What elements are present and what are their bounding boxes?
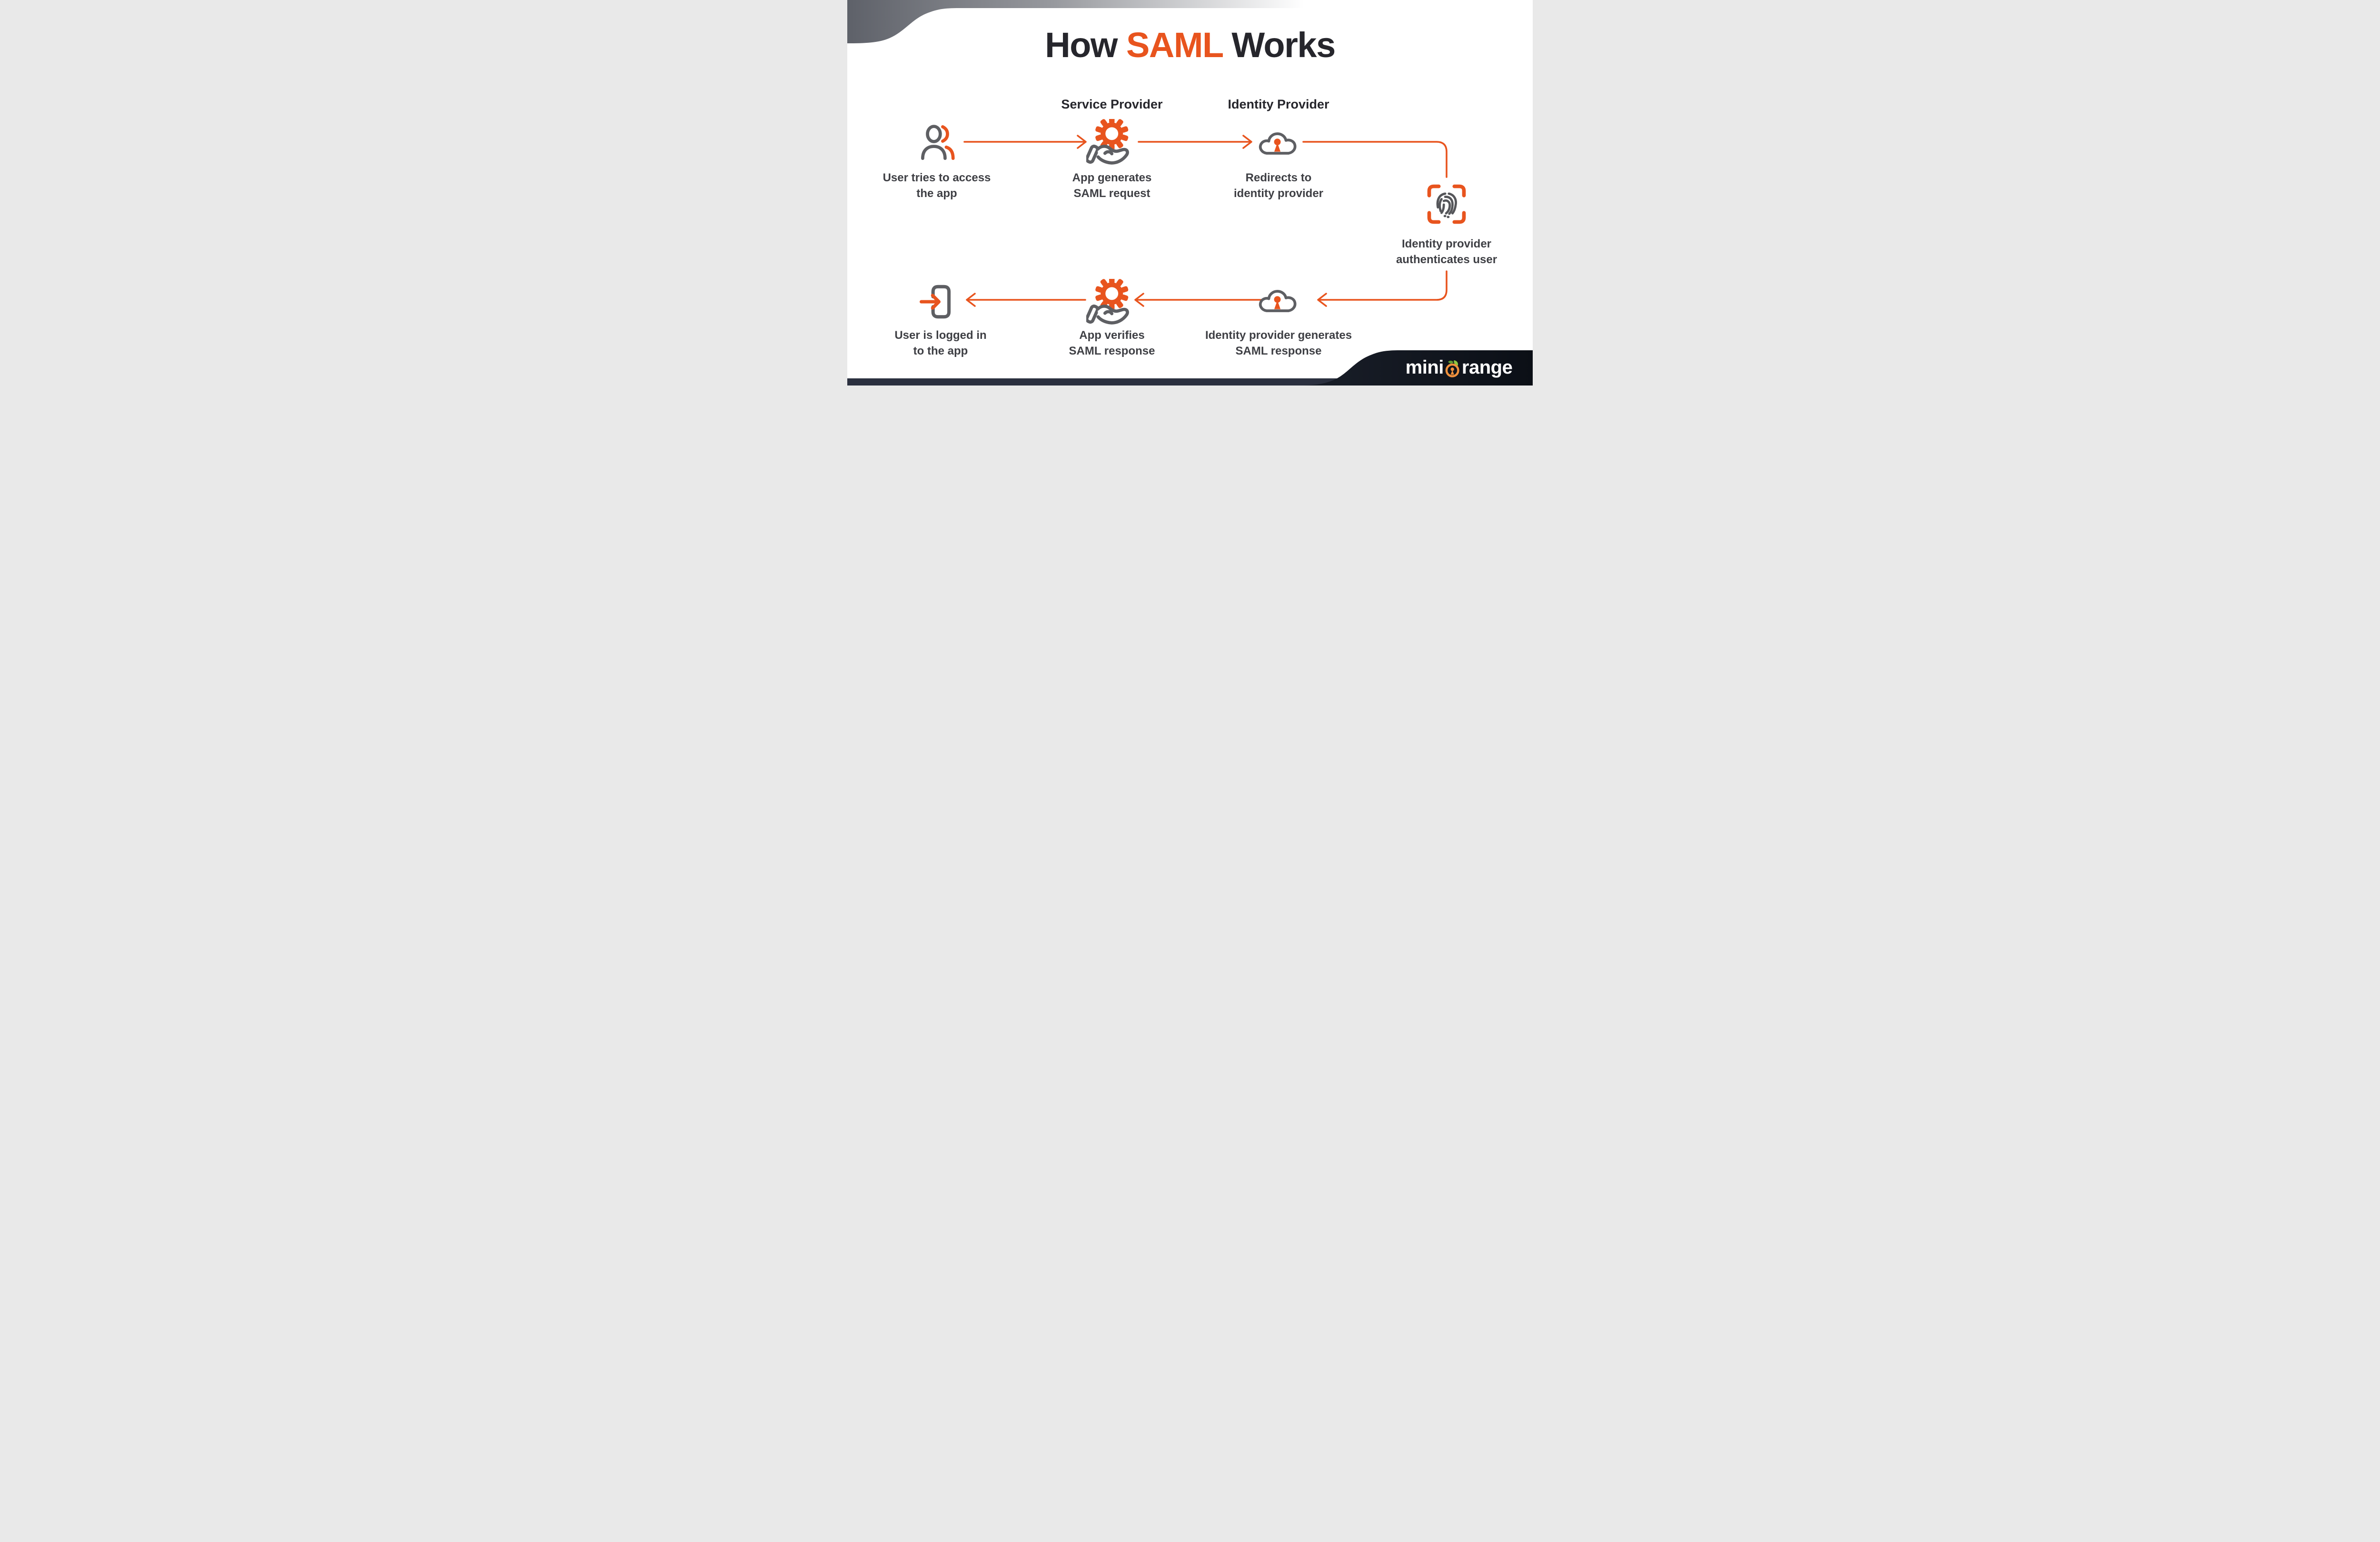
top-gradient-shape — [847, 0, 1304, 43]
step-caption-saml-request: App generates SAML request — [1072, 171, 1152, 200]
gear — [1095, 279, 1129, 311]
hand — [1086, 304, 1129, 325]
gear-hand-icon — [1086, 119, 1129, 165]
fingerprint — [1436, 192, 1457, 218]
keyhole — [1274, 138, 1281, 152]
saml-infographic: How SAML Works Service Provider Identity… — [847, 0, 1533, 386]
cloud-keyhole-icon — [1259, 290, 1297, 312]
hand — [1086, 144, 1129, 165]
fingerprint-scan-icon — [1427, 184, 1466, 224]
arrow-idp-response-to-app-verify — [1134, 293, 1263, 307]
step-caption-logged-in: User is logged in to the app — [894, 329, 987, 357]
logo-mini: mini — [1405, 356, 1444, 378]
title-post: Works — [1222, 25, 1336, 65]
logo-range: range — [1461, 356, 1513, 378]
cloud-keyhole-icon — [1259, 132, 1297, 155]
title-highlight: SAML — [1126, 25, 1223, 65]
leaf-light — [1454, 360, 1458, 366]
line-identity-provider-to-authentication — [1302, 141, 1448, 178]
leaf-dark — [1448, 360, 1454, 364]
miniorange-o-icon — [1445, 360, 1459, 377]
scan-brackets — [1427, 184, 1466, 224]
login-door-icon — [920, 285, 951, 319]
arrow-user-to-service-provider — [963, 135, 1087, 149]
step-caption-idp-response: Identity provider generates SAML respons… — [1205, 329, 1352, 357]
page-title: How SAML Works — [847, 25, 1533, 65]
miniorange-logo: mini range — [1399, 354, 1518, 381]
arrow-authentication-to-saml-response — [1317, 270, 1448, 307]
gear-hand-icon — [1086, 279, 1129, 325]
step-caption-authenticates: Identity provider authenticates user — [1396, 237, 1497, 266]
step-caption-user-access: User tries to access the app — [883, 171, 991, 200]
title-pre: How — [1045, 25, 1127, 65]
step-caption-app-verifies: App verifies SAML response — [1069, 329, 1155, 357]
keyhole — [1274, 296, 1281, 309]
lane-label-service-provider: Service Provider — [1061, 97, 1163, 111]
arrow-service-provider-to-identity-provider — [1138, 135, 1252, 149]
login-arrow — [920, 294, 941, 310]
step-caption-redirect: Redirects to identity provider — [1233, 171, 1324, 200]
arrow-app-verify-to-login — [966, 293, 1086, 307]
orange-ring — [1445, 363, 1459, 377]
lane-label-identity-provider: Identity Provider — [1228, 97, 1329, 111]
footer-shape — [1299, 350, 1533, 386]
flow-connectors — [963, 135, 1448, 307]
user-icon — [921, 125, 955, 160]
logo-keyhole — [1450, 367, 1454, 375]
